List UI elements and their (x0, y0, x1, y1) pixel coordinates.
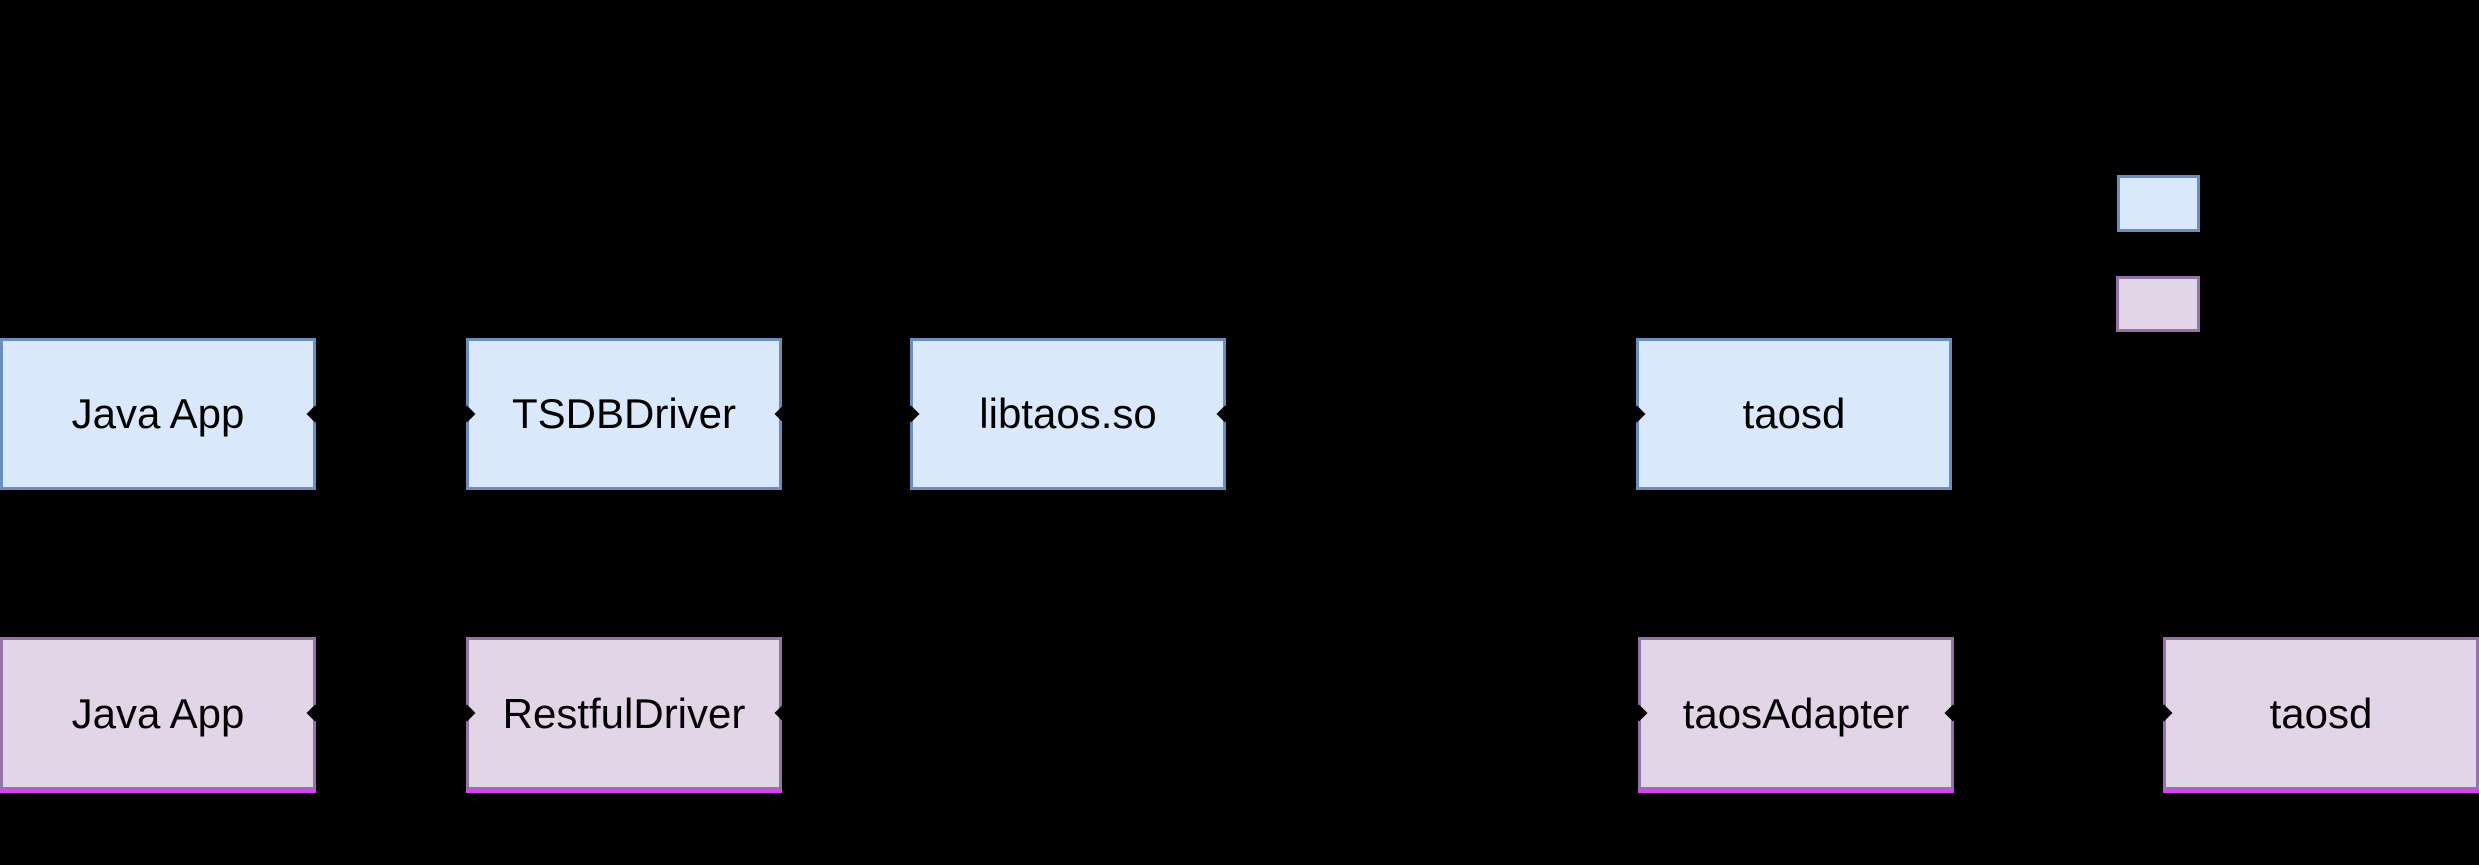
node-label: taosd (1742, 390, 1846, 437)
node-libtaos-so: libtaos.so (910, 338, 1226, 490)
node-taosd-top: taosd (1636, 338, 1952, 490)
connector-line (1954, 712, 2163, 714)
node-tsdbdriver: TSDBDriver (466, 338, 782, 490)
node-label: TSDBDriver (511, 390, 736, 437)
node-label: taosd (2269, 689, 2373, 737)
connector-line (316, 712, 466, 714)
node-taosadapter: taosAdapter (1638, 637, 1954, 790)
node-java-app-rest: Java App (0, 637, 316, 790)
node-label: taosAdapter (1682, 689, 1910, 737)
connector-line (1226, 413, 1636, 415)
node-label: Java App (71, 689, 245, 737)
node-label: libtaos.so (979, 390, 1157, 437)
node-label: Java App (71, 390, 245, 437)
connector-line (316, 413, 466, 415)
legend-blue-swatch (2117, 175, 2200, 232)
node-restfuldriver: RestfulDriver (466, 637, 782, 790)
node-taosd-bottom: taosd (2163, 637, 2479, 790)
node-java-app-jni: Java App (0, 338, 316, 490)
connector-line (784, 413, 910, 415)
legend-purple-swatch (2116, 276, 2200, 332)
connector-line (784, 712, 1638, 714)
node-label: RestfulDriver (502, 689, 746, 737)
